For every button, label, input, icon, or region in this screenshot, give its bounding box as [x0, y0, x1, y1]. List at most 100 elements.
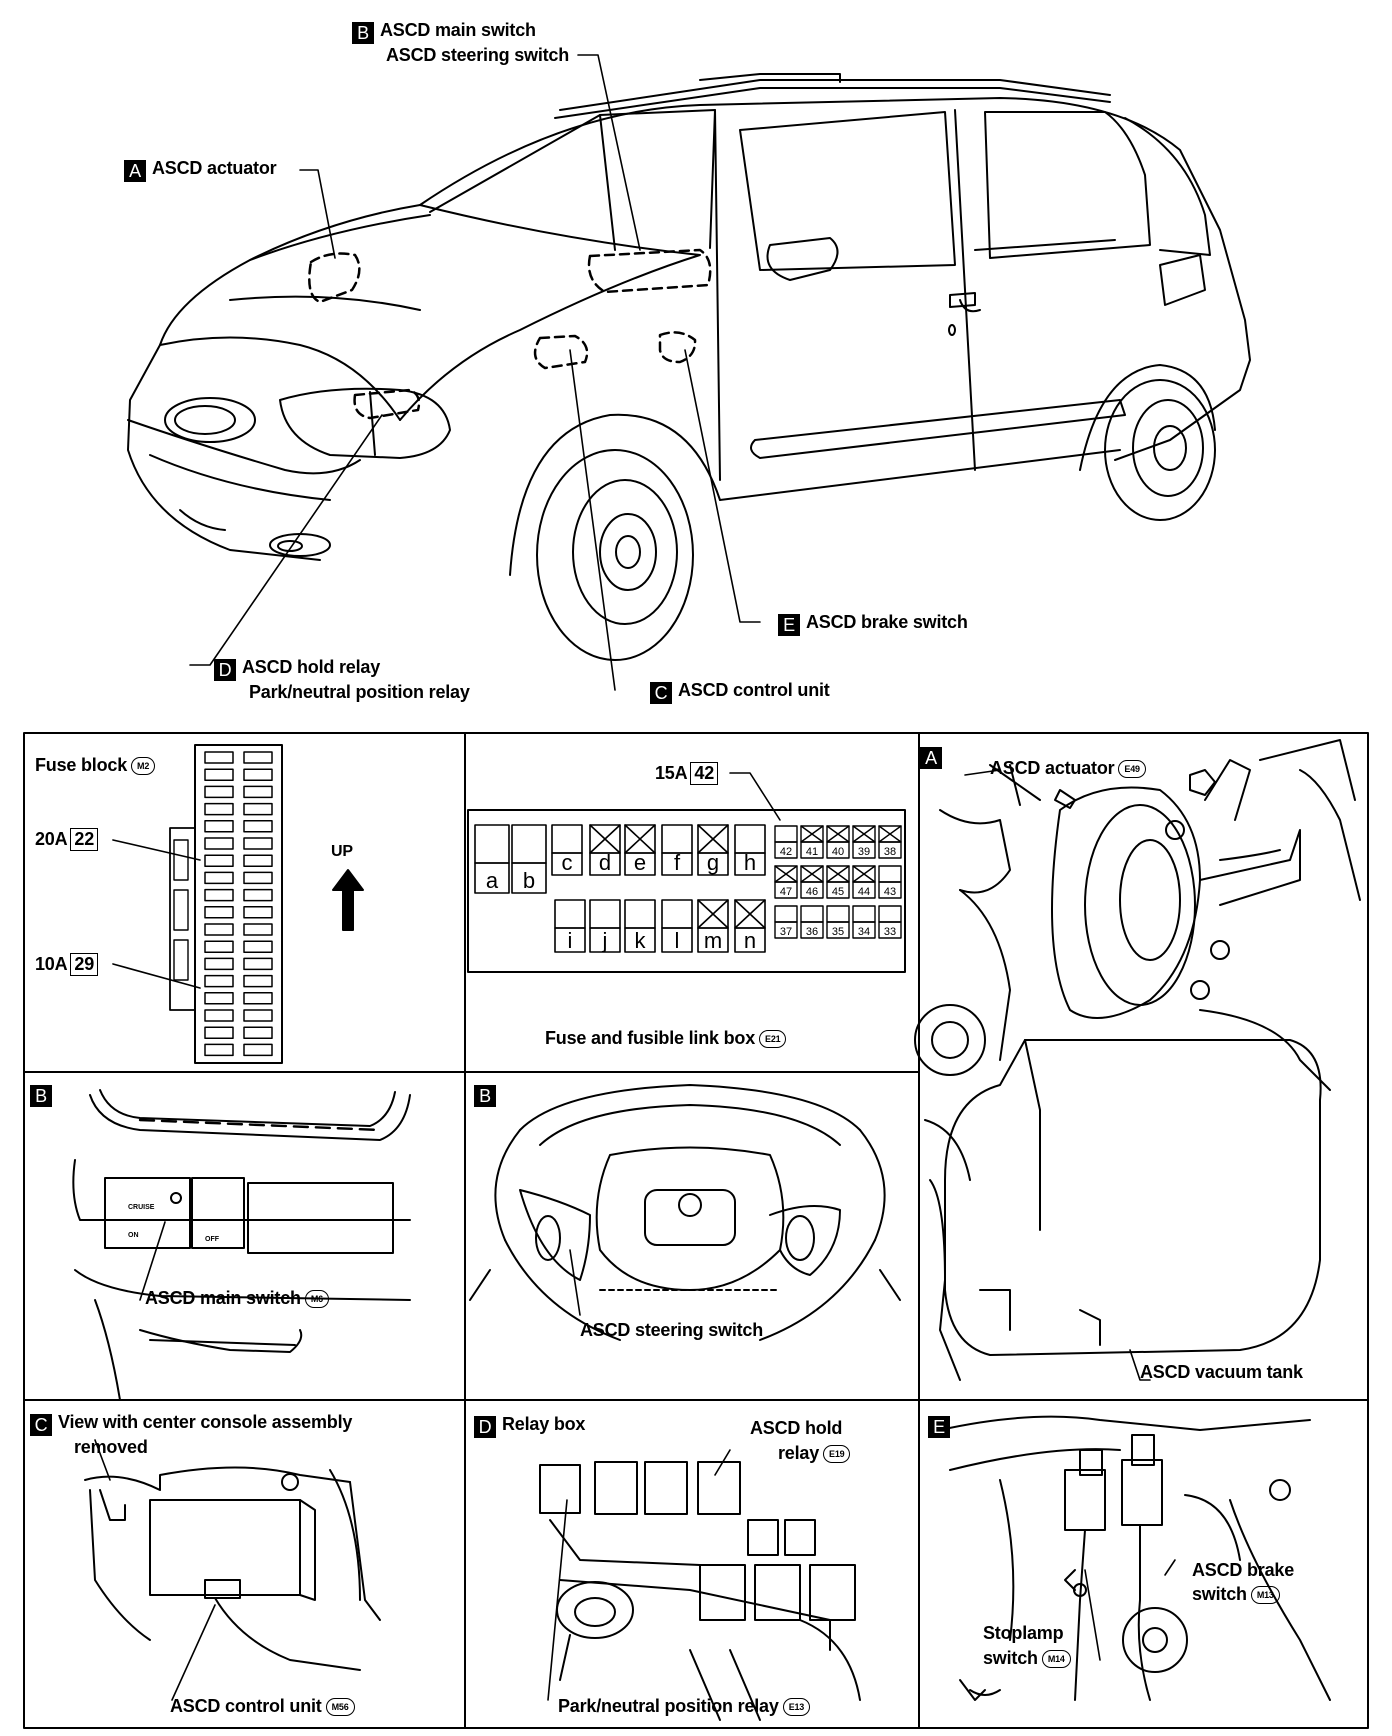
fuse-slot: [204, 1009, 234, 1022]
label-a-badge: A: [124, 160, 146, 182]
panel-c-view-line1: View with center console assembly: [58, 1412, 353, 1432]
fuse-block-drawing: [112, 744, 364, 1064]
relay-a: a: [474, 824, 510, 894]
up-label: UP: [331, 843, 353, 860]
top-leader-lines: [189, 54, 761, 691]
fuse-block-connector: M2: [131, 757, 156, 775]
cruise-on-text: ON: [128, 1232, 139, 1239]
fuse-number: 42: [780, 846, 792, 858]
console-sketch: [84, 1439, 381, 1701]
panel-b1-main-switch-connector: M6: [304, 1290, 329, 1308]
fuse-slot: [243, 751, 273, 764]
panel-a-badge-letter: A: [920, 747, 942, 769]
panel-d-hold-relay-connector: E19: [823, 1445, 851, 1463]
fuse-number: 36: [806, 926, 818, 938]
fuse-slot: [204, 768, 234, 781]
panel-d-park-relay-connector: E13: [782, 1698, 811, 1716]
fuse-44: 44: [852, 865, 876, 899]
cruise-switch-text: CRUISE: [128, 1204, 155, 1211]
fuse-42-amp: 15A: [655, 763, 688, 783]
relay-i: i: [554, 899, 586, 953]
fuse-22-number: 22: [70, 828, 99, 851]
relay-f: f: [661, 824, 693, 876]
label-d-badge: D: [214, 659, 236, 681]
fuse-number: 47: [780, 886, 792, 898]
fuse-number: 35: [832, 926, 844, 938]
fuse-slot: [204, 854, 234, 867]
relay-label: e: [634, 850, 646, 875]
fuse-number: 41: [806, 846, 818, 858]
fuse-slot: [204, 940, 234, 953]
panel-e-stoplamp-connector: M14: [1041, 1650, 1071, 1668]
panel-e-badge-letter: E: [928, 1416, 950, 1438]
panel-b2-steering-switch-label: ASCD steering switch: [580, 1320, 764, 1340]
relay-label: g: [707, 850, 719, 875]
fuse-slot: [243, 1026, 273, 1039]
fuse-slot: [204, 820, 234, 833]
fuse-35: 35: [826, 905, 850, 939]
fuse-number: 45: [832, 886, 844, 898]
fuse-number: 34: [858, 926, 870, 938]
panel-e-badge: E: [928, 1414, 956, 1438]
relay-label: m: [704, 928, 722, 953]
panel-e-brake-switch-text: switch: [1192, 1584, 1247, 1604]
fuse-slot: [243, 992, 273, 1005]
fuse-number: 33: [884, 926, 896, 938]
fuse-slot: [204, 871, 234, 885]
panel-e-stoplamp-text: switch: [983, 1648, 1038, 1668]
fuse-slot: [243, 1009, 273, 1022]
callout-c-control-unit-text: ASCD control unit: [678, 680, 830, 700]
fuse-slot: [204, 957, 234, 971]
panel-c-control-unit-text: ASCD control unit: [170, 1696, 322, 1716]
fuse-36: 36: [800, 905, 824, 939]
actuator-photo-sketch: [914, 739, 1361, 1381]
panel-a-vacuum-tank-label: ASCD vacuum tank: [1140, 1362, 1303, 1382]
fuse-number: 46: [806, 886, 818, 898]
label-b-badge: B: [352, 22, 374, 44]
fuse-38: 38: [878, 825, 902, 859]
relay-c: c: [551, 824, 583, 876]
relay-label: n: [744, 928, 756, 953]
relay-label: f: [674, 850, 681, 875]
fuse-slot: [204, 785, 234, 799]
relay-label: h: [744, 850, 756, 875]
relay-k: k: [624, 899, 656, 953]
panel-e-stoplamp-line1: Stoplamp: [983, 1623, 1064, 1643]
panel-a-actuator-connector: E49: [1118, 760, 1146, 778]
fuse-slot: [243, 802, 273, 816]
fuse-number: 43: [884, 886, 896, 898]
fuse-number: 44: [858, 886, 870, 898]
panel-e-brake-switch-connector: M13: [1250, 1586, 1280, 1604]
relay-label: d: [599, 850, 611, 875]
fuse-link-box-connector: E21: [759, 1030, 787, 1048]
panel-grid: [23, 732, 1369, 1729]
fuse-slot: [204, 923, 234, 936]
fuse-slot: [243, 871, 273, 885]
callout-d-park-relay: Park/neutral position relay: [249, 682, 470, 702]
panel-c-badge-letter: C: [30, 1414, 52, 1436]
fuse-40: 40: [826, 825, 850, 859]
panel-c-view-line2: removed: [74, 1437, 148, 1457]
cruise-off-text: OFF: [205, 1236, 219, 1243]
fuse-slot: [243, 854, 273, 867]
callout-b-steering-switch: ASCD steering switch: [386, 45, 570, 65]
fuse-slot: [204, 906, 234, 919]
fuse-slot: [204, 802, 234, 816]
panel-d-badge-letter: D: [474, 1416, 496, 1438]
relay-g: g: [697, 824, 729, 876]
panel-b1-main-switch-text: ASCD main switch: [145, 1288, 301, 1308]
relay-label: c: [562, 850, 573, 875]
